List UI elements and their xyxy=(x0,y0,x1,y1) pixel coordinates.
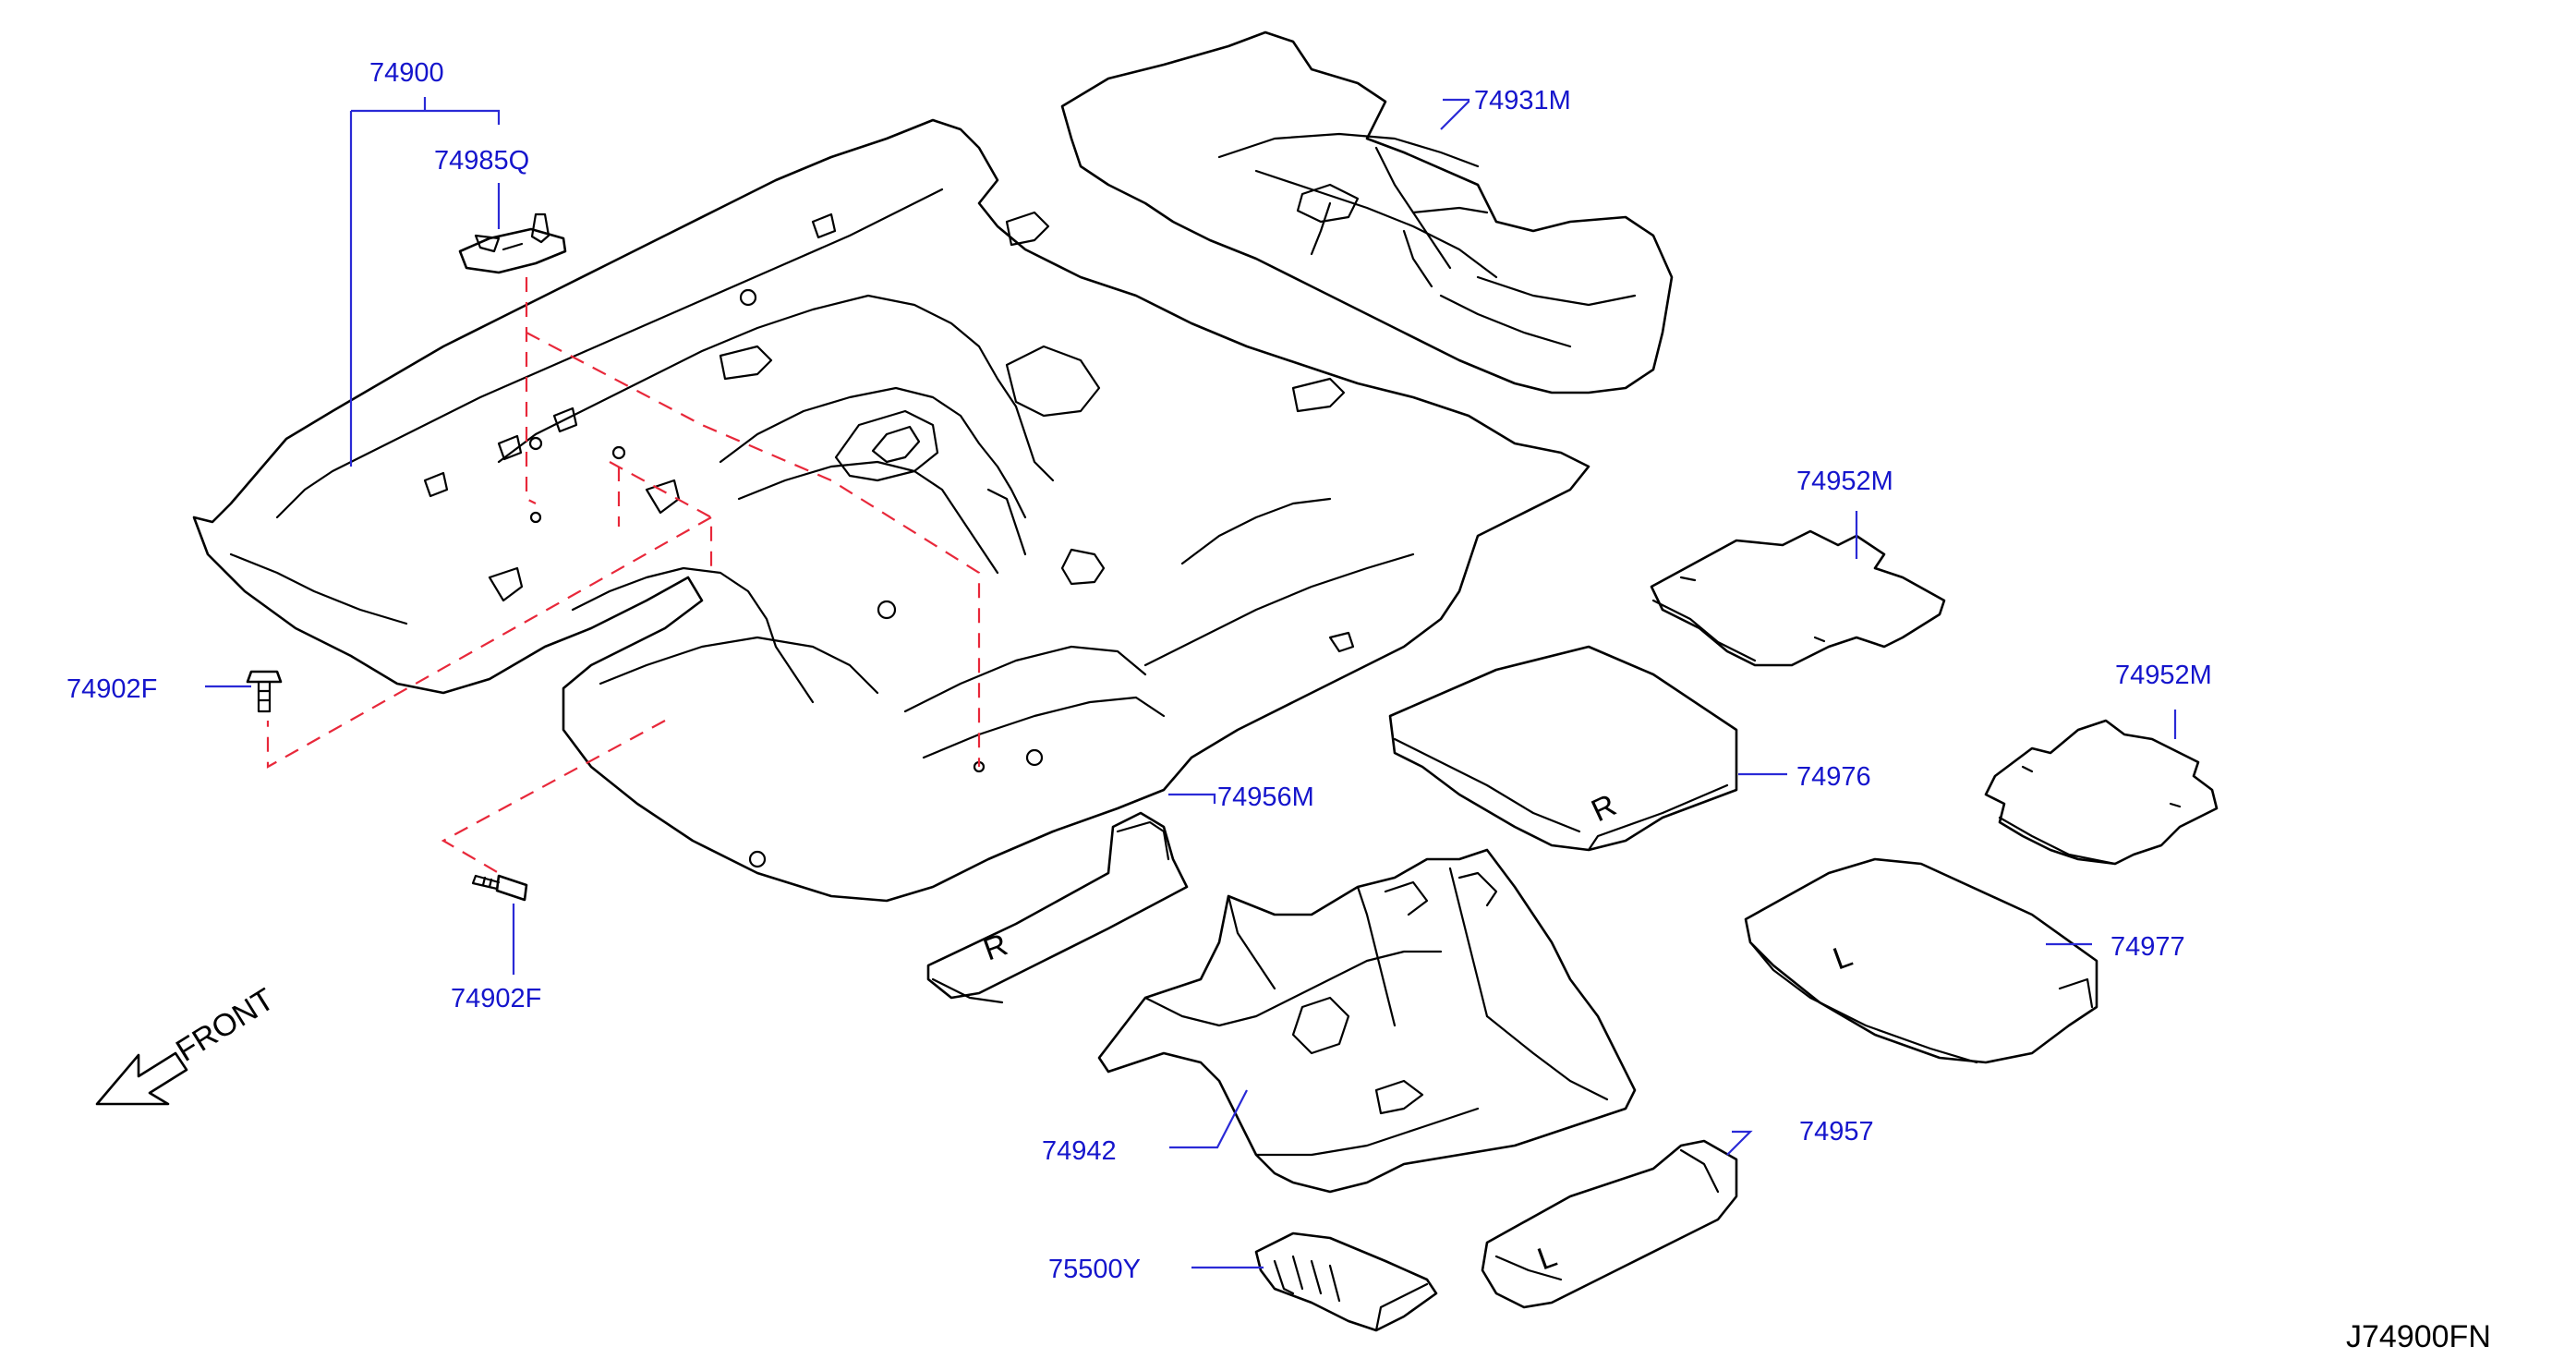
pad-74957: L xyxy=(1481,1139,1738,1309)
label-74957: 74957 xyxy=(1799,1117,1874,1147)
front-indicator: FRONT xyxy=(95,982,281,1106)
label-74976: 74976 xyxy=(1796,762,1871,792)
mat-74976: R xyxy=(1388,645,1738,852)
label-74900: 74900 xyxy=(369,58,444,88)
panel-74942 xyxy=(1097,848,1637,1194)
fastener-dashed-lines xyxy=(266,277,981,874)
floor-carpet-74900 xyxy=(192,118,1590,903)
front-label: FRONT xyxy=(170,982,280,1069)
label-75500y: 75500Y xyxy=(1048,1255,1141,1284)
rear-carpet-74931m xyxy=(1060,30,1674,394)
leader-lines xyxy=(205,97,2177,1269)
drawing-code: J74900FN xyxy=(2346,1319,2491,1354)
spacer-75500y xyxy=(1254,1231,1438,1332)
label-74931m: 74931M xyxy=(1474,86,1571,115)
label-74902f-lower: 74902F xyxy=(451,984,541,1013)
pad-74956m: R xyxy=(926,811,1189,1004)
label-74902f-upper: 74902F xyxy=(67,674,157,704)
clip-74985q xyxy=(458,212,567,274)
pad-74952m-upper xyxy=(1650,529,1946,667)
label-74942: 74942 xyxy=(1042,1136,1117,1166)
clip-74902f-upper xyxy=(246,670,283,713)
front-arrow-icon xyxy=(95,1051,188,1106)
label-74952m-lower: 74952M xyxy=(2115,661,2212,690)
label-74956m: 74956M xyxy=(1217,783,1314,812)
mat-74977: L xyxy=(1744,857,2098,1064)
label-74977: 74977 xyxy=(2110,932,2185,962)
clip-74902f-lower xyxy=(471,874,528,902)
label-74952m-upper: 74952M xyxy=(1796,467,1893,496)
label-74985q: 74985Q xyxy=(434,146,529,176)
pad-74952m-lower xyxy=(1984,719,2219,866)
